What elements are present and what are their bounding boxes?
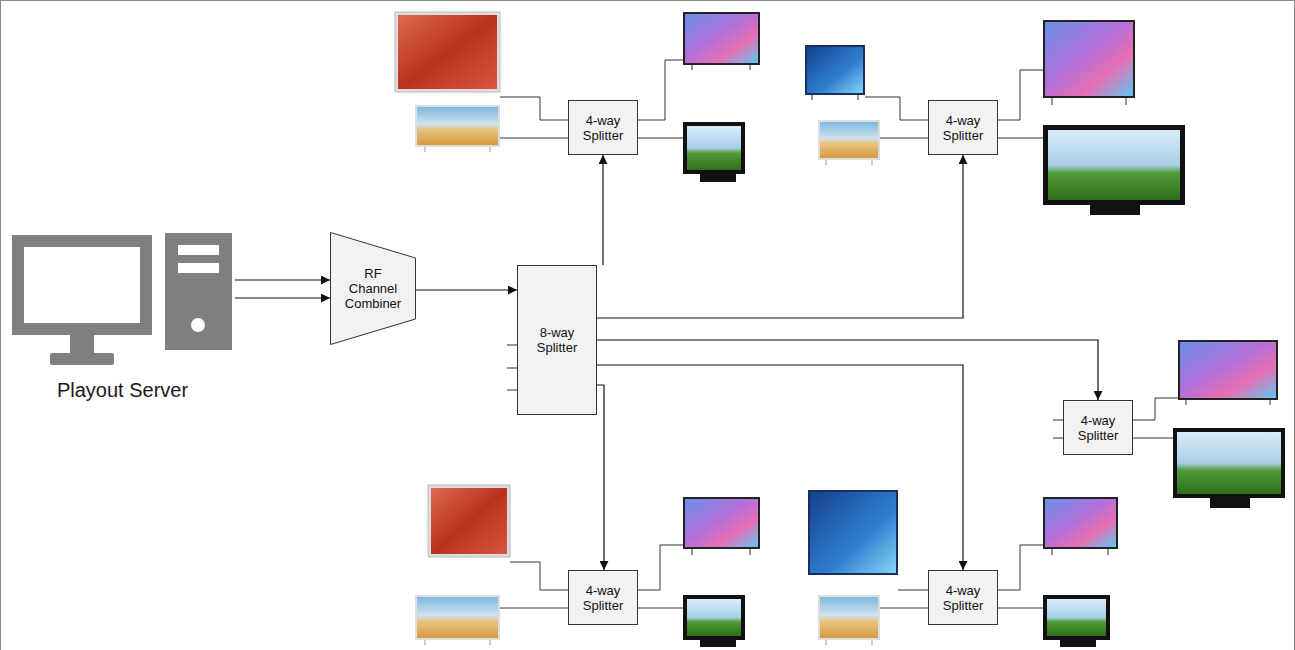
server-node: Playout Server [10,230,235,402]
node-label: 4-way Splitter [935,583,991,613]
signal-connector [597,340,1098,400]
splitter-box: 4-way Splitter [1063,400,1133,455]
computer-icon [12,233,232,365]
server-label: Playout Server [57,378,188,402]
node-label: 4-way Splitter [575,113,631,143]
signal-connector [235,279,330,280]
splitter-box: 4-way Splitter [568,570,638,625]
signal-connector [235,297,330,298]
signal-connector [602,155,603,265]
trapezoid-shape [331,233,416,345]
node-label: 4-way Splitter [1070,413,1126,443]
signal-connector [597,385,604,570]
combiner-trapezoid: RF Channel Combiner [330,232,416,345]
splitter-box: 8-way Splitter [517,265,597,415]
tv-icons [395,12,1285,647]
splitter-box: 4-way Splitter [928,570,998,625]
signal-connector [597,155,963,318]
node-label: RF Channel Combiner [343,266,403,311]
splitter-box: 4-way Splitter [568,100,638,155]
node-label: 4-way Splitter [935,113,991,143]
signal-connector [416,289,517,290]
splitter-box: 4-way Splitter [928,100,998,155]
node-label: 8-way Splitter [527,325,587,355]
node-label: 4-way Splitter [575,583,631,613]
signal-connector [597,365,963,570]
